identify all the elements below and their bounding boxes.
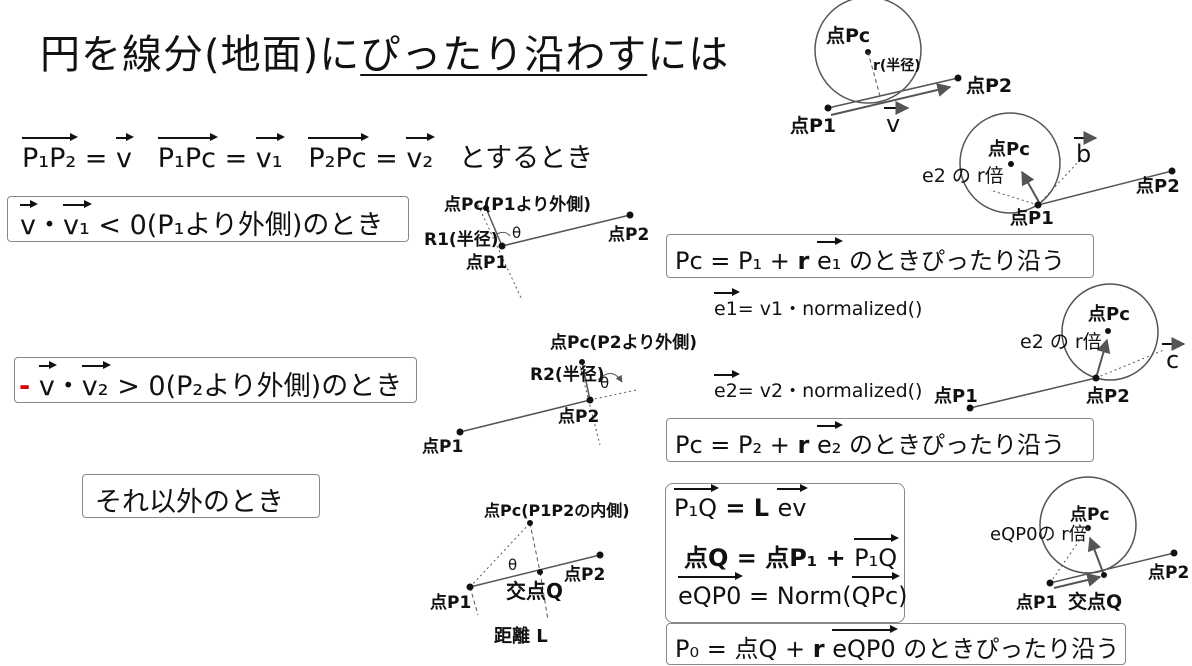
svg-text:点P2: 点P2 (608, 224, 649, 245)
diagram-case1: 点Pc(P1より外側) R1(半径) θ 点P2 点P1 (424, 194, 649, 301)
label-pc-p2out: 点Pc(P2より外側) (550, 332, 697, 353)
svg-text:点P1: 点P1 (1016, 592, 1057, 613)
label-c: c (1166, 346, 1179, 374)
diagram-c: 点Pc e2 の r倍 c 点P1 点P2 (934, 283, 1186, 412)
svg-text:点P2: 点P2 (1136, 175, 1180, 197)
case1-box: v・v₁ < 0(P₁より外側)のとき (7, 196, 409, 242)
svg-text:点P2: 点P2 (564, 564, 605, 585)
label-e2-r: e2 の r倍 (922, 165, 1004, 187)
svg-text:e2 の r倍: e2 の r倍 (1020, 331, 1102, 353)
svg-text:点Pc: 点Pc (988, 138, 1030, 160)
circle-shape (814, 0, 922, 104)
svg-text:点P2: 点P2 (558, 406, 599, 427)
case3-box: それ以外のとき (82, 474, 320, 518)
diagram-top: 点Pc r(半径) 点P2 点P1 v (790, 0, 1012, 138)
svg-text:点P1: 点P1 (430, 592, 471, 613)
svg-text:点P1: 点P1 (466, 252, 507, 273)
e2-definition: e2= v2・normalized() (714, 370, 923, 402)
svg-text:θ: θ (600, 374, 609, 392)
label-pc-inner: 点Pc(P1P2の内側) (484, 501, 630, 520)
svg-text:点Pc: 点Pc (1088, 303, 1130, 325)
label-r-half: r(半径) (873, 57, 921, 74)
page-title: 円を線分(地面)にぴったり沿わすには (40, 32, 730, 78)
svg-text:θ: θ (508, 556, 517, 574)
e1-definition: e1= v1・normalized() (714, 288, 923, 320)
definition-line: P₁P₂ = v P₁Pc = v₁ P₂Pc = v₂ とするとき (22, 133, 594, 174)
label-p2: 点P2 (966, 75, 1012, 97)
svg-text:点P1: 点P1 (422, 436, 463, 457)
label-eqp0-r: eQP0の r倍 (990, 524, 1087, 545)
label-v: v (886, 110, 900, 138)
svg-text:点P1: 点P1 (934, 385, 978, 407)
result3-box: P₀ = 点Q + r eQP0 のときぴったり沿う (666, 623, 1126, 665)
result1-box: Pc = P₁ + r e₁ のときぴったり沿う (666, 234, 1094, 278)
result2-box: Pc = P₂ + r e₂ のときぴったり沿う (666, 418, 1094, 462)
svg-text:点Pc: 点Pc (1070, 504, 1110, 525)
label-dist-l: 距離 L (494, 625, 548, 647)
label-b: b (1076, 140, 1091, 168)
diagram-case3: 点Pc(P1P2の内側) θ 点P2 交点Q 点P1 距離 L (430, 501, 630, 647)
case2-box: - v・v₂ > 0(P₂より外側)のとき (14, 357, 417, 403)
label-R1: R1(半径) (424, 229, 498, 250)
label-pc: 点Pc (826, 25, 870, 47)
diagram-bottom: 点Pc eQP0の r倍 点P2 点P1 交点Q (990, 476, 1189, 613)
q-formula-box: P₁Q = L ev 点Q = 点P₁ + P₁Q eQP0 = Norm(QP… (665, 483, 908, 623)
svg-text:点P1: 点P1 (1010, 207, 1054, 229)
svg-text:点P2: 点P2 (1148, 562, 1189, 583)
label-pc-p1out: 点Pc(P1より外側) (444, 194, 591, 215)
label-p1: 点P1 (790, 115, 836, 137)
svg-text:交点Q: 交点Q (1068, 590, 1122, 613)
label-R2: R2(半径) (530, 364, 604, 385)
svg-text:点P2: 点P2 (1086, 385, 1130, 407)
diagram-case2: 点Pc(P2より外側) R2(半径) θ 点P2 点P1 (422, 332, 697, 457)
svg-text:θ: θ (512, 224, 521, 242)
label-cross-q: 交点Q (506, 579, 563, 603)
diagram-b: 点Pc b e2 の r倍 点P2 点P1 (922, 112, 1180, 229)
